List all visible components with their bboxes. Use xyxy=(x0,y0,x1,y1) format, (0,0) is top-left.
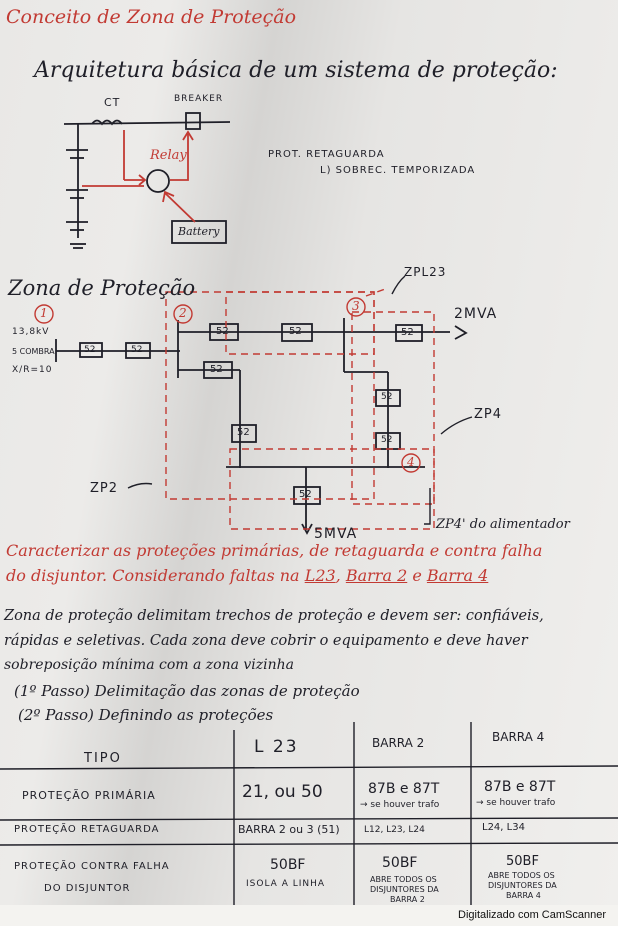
load-5mva-label: 5MVA xyxy=(314,526,358,542)
row2-l23: BARRA 2 ou 3 (51) xyxy=(238,823,340,836)
node-1-label: 1 xyxy=(40,306,48,320)
table-grid xyxy=(0,722,618,905)
load-2mva-label: 2MVA xyxy=(454,306,498,322)
breaker-52-j: 52 xyxy=(299,489,312,500)
row3-b2-note: ABRE TODOS OS xyxy=(370,875,437,884)
row3-b2-note-3: BARRA 2 xyxy=(390,895,425,904)
row1-b4-note: → se houver trafo xyxy=(476,798,556,808)
breaker-52-g: 52 xyxy=(381,392,393,402)
zone-heading: Zona de Proteção xyxy=(8,276,196,300)
zp2-label: ZP2 xyxy=(90,481,119,496)
red-note-l23: L23 xyxy=(304,566,336,585)
row3-b2-note-2: DISJUNTORES DA xyxy=(370,885,439,894)
red-note-barra-4: Barra 4 xyxy=(426,566,489,585)
node-4-label: 4 xyxy=(407,455,415,469)
row2-b4: L24, L34 xyxy=(482,822,525,833)
breaker-52-d: 52 xyxy=(289,326,302,337)
breaker-52-f: 52 xyxy=(210,364,223,375)
backup-protection-label: PROT. RETAGUARDA xyxy=(268,149,385,160)
row1-l23: 21, ou 50 xyxy=(242,782,323,802)
timed-overcurrent-label: L) SOBREC. TEMPORIZADA xyxy=(320,165,476,176)
table-header-tipo: TIPO xyxy=(84,751,122,766)
table-header-l23: L 23 xyxy=(254,737,299,757)
zone-one-line xyxy=(55,318,468,535)
row3-b4-note-2: DISJUNTORES DA xyxy=(488,881,557,890)
breaker-label: BREAKER xyxy=(174,94,224,104)
relay-label: Relay xyxy=(150,148,187,163)
scanned-page: Conceito de Zona de Proteção Arquitetura… xyxy=(0,0,618,905)
row1-b4: 87B e 87T xyxy=(484,779,556,795)
row3-l23: 50BF xyxy=(270,857,306,873)
row1-tipo: PROTEÇÃO PRIMÁRIA xyxy=(22,789,156,802)
breaker-52-i: 52 xyxy=(381,435,393,445)
red-note-barra-2: Barra 2 xyxy=(345,566,408,585)
breaker-52-c: 52 xyxy=(216,326,229,337)
zp4-feeder-label: ZP4' do alimentador xyxy=(436,517,570,532)
node-3-label: 3 xyxy=(352,299,360,313)
red-note-line-1: Caracterizar as proteções primárias, de … xyxy=(6,541,543,560)
breaker-52-a: 52 xyxy=(84,345,96,355)
zpl23-label: ZPL23 xyxy=(404,265,447,279)
step-1: (1º Passo) Delimitação das zonas de prot… xyxy=(14,682,360,700)
architecture-sketch xyxy=(63,112,231,249)
row3-l23-note: ISOLA A LINHA xyxy=(246,879,326,889)
source-xr-label: X/R=10 xyxy=(12,365,53,375)
source-power-label: 5 COMBRA xyxy=(12,347,55,356)
row3-b4-note-3: BARRA 4 xyxy=(506,891,541,900)
row1-b2-note: → se houver trafo xyxy=(360,800,440,810)
zp4-label: ZP4 xyxy=(474,407,503,422)
row3-b2: 50BF xyxy=(382,855,418,871)
row2-b2: L12, L23, L24 xyxy=(364,825,425,835)
red-note-line-2: do disjuntor. Considerando faltas na L23… xyxy=(6,566,489,585)
page-title: Conceito de Zona de Proteção xyxy=(6,6,297,28)
breaker-52-b: 52 xyxy=(131,345,143,355)
ct-label: CT xyxy=(104,96,121,109)
breaker-52-h: 52 xyxy=(237,427,250,438)
node-2-label: 2 xyxy=(179,306,187,320)
battery-label: Battery xyxy=(178,225,220,238)
row3-b4-note: ABRE TODOS OS xyxy=(488,871,555,880)
architecture-heading: Arquitetura básica de um sistema de prot… xyxy=(34,58,558,83)
row3-tipo: PROTEÇÃO CONTRA FALHA xyxy=(14,861,170,872)
table-header-barra2: BARRA 2 xyxy=(372,736,425,750)
zone-node-circles xyxy=(34,297,421,473)
diagram-drawing xyxy=(0,112,618,905)
red-note-e: e xyxy=(412,566,422,585)
architecture-red-arrows xyxy=(82,130,196,223)
body-line-2: rápidas e seletivas. Cada zona deve cobr… xyxy=(4,633,528,649)
body-line-3: sobreposição mínima com a zona vizinha xyxy=(4,657,295,673)
zone-dashed-boundaries xyxy=(165,287,435,530)
row2-tipo: PROTEÇÃO RETAGUARDA xyxy=(14,824,160,835)
step-2: (2º Passo) Definindo as proteções xyxy=(18,706,274,724)
source-voltage-label: 13,8kV xyxy=(12,327,50,337)
table-header-barra4: BARRA 4 xyxy=(492,730,545,744)
breaker-52-e: 52 xyxy=(401,327,414,338)
scanner-footer: Digitalizado com CamScanner xyxy=(458,909,606,921)
row3-tipo-2: DO DISJUNTOR xyxy=(44,883,131,894)
row3-b4: 50BF xyxy=(506,854,539,869)
row1-b2: 87B e 87T xyxy=(368,781,440,797)
body-line-1: Zona de proteção delimitam trechos de pr… xyxy=(4,608,544,624)
zone-pointers xyxy=(127,275,473,525)
red-note-text: do disjuntor. Considerando faltas na xyxy=(6,566,300,585)
